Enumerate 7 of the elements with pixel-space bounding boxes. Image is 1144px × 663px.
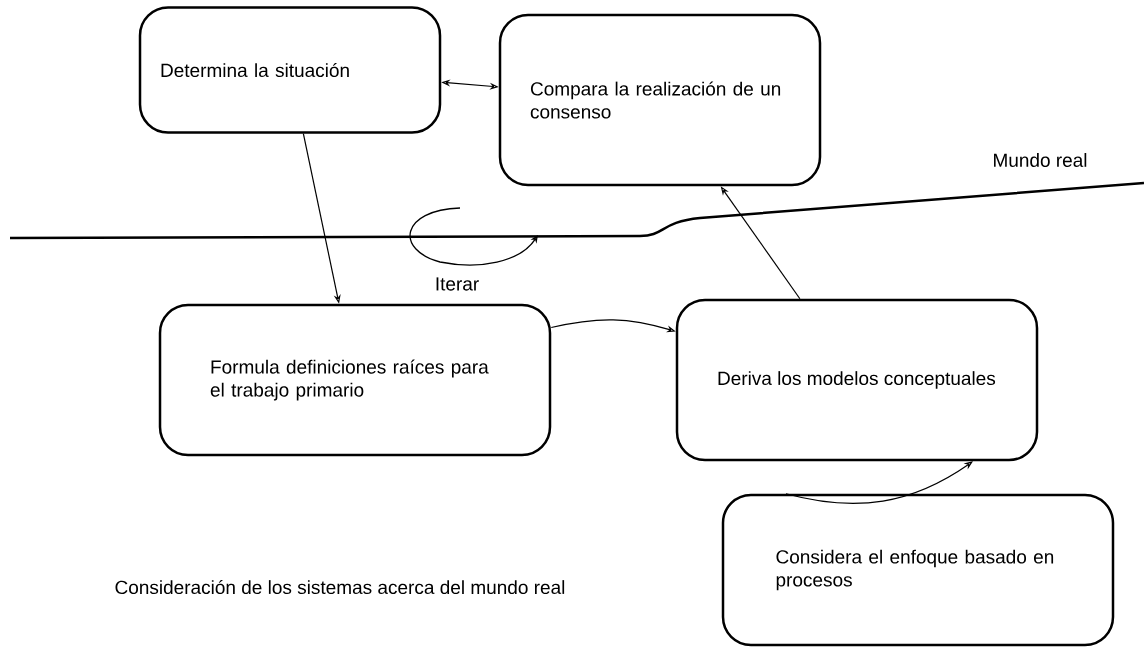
label-text: Mundo real <box>994 153 1087 167</box>
process-blob: Considera el enfoque basado en procesos <box>721 493 1115 647</box>
label-text: Consideración de los sistemas acerca del mundo real <box>115 579 565 595</box>
process-blob: Compara la realización de un consenso <box>498 13 822 187</box>
process-blob: Determina la situación <box>138 6 442 134</box>
process-blob: Deriva los modelos conceptuales <box>675 298 1039 462</box>
process-blob: Formula definiciones raíces para el trabajo primario <box>158 303 552 457</box>
